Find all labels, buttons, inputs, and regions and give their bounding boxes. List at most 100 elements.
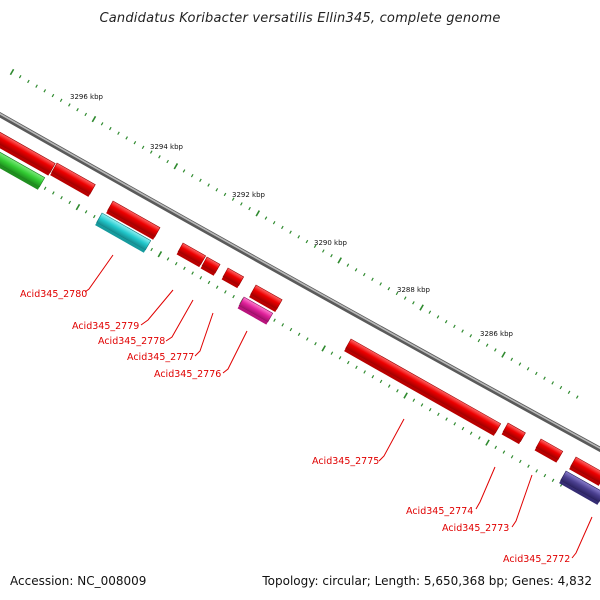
genome-summary-text: Topology: circular; Length: 5,650,368 bp…: [262, 574, 592, 588]
kbp-label: 3288 kbp: [397, 286, 431, 294]
gene-label: Acid345_2776: [154, 369, 221, 380]
scale-tick: [551, 381, 555, 385]
gene-feature[interactable]: [534, 438, 564, 463]
scale-tick: [289, 230, 292, 234]
scale-tick: [379, 282, 382, 286]
gene-feature[interactable]: [501, 422, 526, 445]
gene-feature[interactable]: [221, 267, 245, 289]
scale-tick: [264, 216, 268, 220]
kbp-label: 3286 kbp: [480, 330, 514, 338]
scale-tick: [281, 323, 285, 327]
scale-tick: [273, 318, 276, 322]
scale-tick: [125, 136, 129, 140]
genome-backbone: [0, 111, 600, 453]
scale-tick: [502, 450, 506, 454]
scale-tick: [444, 319, 448, 324]
scale-tick: [485, 439, 490, 446]
scale-tick: [428, 310, 432, 314]
scale-tick: [191, 271, 194, 275]
gene-label: Acid345_2780: [20, 289, 87, 300]
gene-feature[interactable]: [200, 256, 221, 276]
scale-tick: [453, 422, 457, 426]
scale-tick: [321, 345, 326, 352]
scale-tick: [355, 365, 358, 369]
scale-tick: [223, 192, 227, 197]
scale-tick: [158, 155, 161, 159]
scale-tick: [346, 360, 350, 365]
scale-tick: [272, 221, 276, 225]
scale-tick: [461, 329, 464, 333]
scale-tick: [461, 426, 465, 431]
scale-tick: [501, 351, 506, 358]
scale-tick: [199, 276, 203, 280]
gene-label: Acid345_2775: [312, 456, 379, 467]
scale-tick: [403, 392, 408, 399]
scale-tick: [27, 79, 30, 84]
scale-tick: [494, 445, 498, 450]
scale-tick: [485, 343, 489, 347]
gene-feature[interactable]: [106, 200, 161, 240]
scale-tick: [166, 159, 169, 164]
scale-tick: [75, 203, 81, 211]
scale-tick: [396, 389, 399, 393]
scale-tick: [68, 103, 71, 107]
scale-tick: [362, 272, 366, 277]
scale-tick: [190, 173, 194, 178]
gene-feature[interactable]: [95, 212, 152, 253]
scale-tick: [100, 122, 104, 126]
scale-tick: [248, 206, 251, 211]
scale-tick: [510, 357, 514, 362]
scale-tick: [92, 214, 96, 219]
gene-feature[interactable]: [50, 162, 96, 197]
scale-tick: [43, 186, 47, 190]
scale-tick: [518, 459, 522, 464]
scale-tick: [412, 398, 416, 402]
scale-tick: [52, 191, 55, 195]
scale-tick: [84, 210, 88, 214]
scale-tick: [337, 257, 342, 264]
scale-tick: [494, 348, 497, 352]
scale-tick: [437, 412, 440, 417]
scale-tick: [575, 395, 579, 399]
gene-feature[interactable]: [237, 296, 274, 325]
scale-tick: [305, 337, 309, 341]
scale-tick: [84, 112, 88, 117]
scale-tick: [420, 403, 424, 407]
gene-label: Acid345_2778: [98, 336, 165, 347]
gene-label: Acid345_2777: [127, 352, 194, 363]
gene-feature[interactable]: [569, 456, 600, 486]
scale-tick: [314, 342, 317, 346]
scale-tick: [395, 291, 399, 296]
gene-label: Acid345_2772: [503, 554, 570, 565]
scale-tick: [403, 296, 407, 300]
scale-tick: [224, 290, 227, 294]
scale-tick: [477, 338, 481, 343]
gene-feature[interactable]: [559, 470, 600, 505]
scale-tick: [215, 188, 219, 192]
scale-tick: [215, 285, 219, 289]
gene-label: Acid345_2779: [72, 321, 139, 332]
scale-tick: [330, 254, 333, 258]
scale-tick: [559, 385, 563, 390]
scale-tick: [59, 98, 63, 102]
scale-tick: [108, 126, 112, 131]
gene-feature[interactable]: [344, 338, 502, 436]
scale-tick: [469, 431, 473, 435]
gene-feature[interactable]: [176, 242, 207, 268]
scale-tick: [321, 249, 325, 253]
gene-feature[interactable]: [0, 129, 56, 176]
gene-feature[interactable]: [0, 149, 46, 190]
scale-tick: [183, 266, 186, 271]
scale-tick: [231, 197, 235, 201]
kbp-label: 3290 kbp: [314, 239, 348, 247]
scale-tick: [478, 436, 481, 440]
scale-tick: [371, 277, 374, 281]
label-leaders: [84, 254, 593, 559]
diagram-title: Candidatus Koribacter versatilis Ellin34…: [99, 11, 501, 26]
scale-tick: [346, 263, 350, 267]
scale-tick: [157, 251, 163, 258]
gene-feature[interactable]: [249, 284, 283, 312]
scale-tick: [371, 374, 375, 379]
scale-tick: [150, 247, 153, 252]
scale-tick: [76, 107, 79, 112]
